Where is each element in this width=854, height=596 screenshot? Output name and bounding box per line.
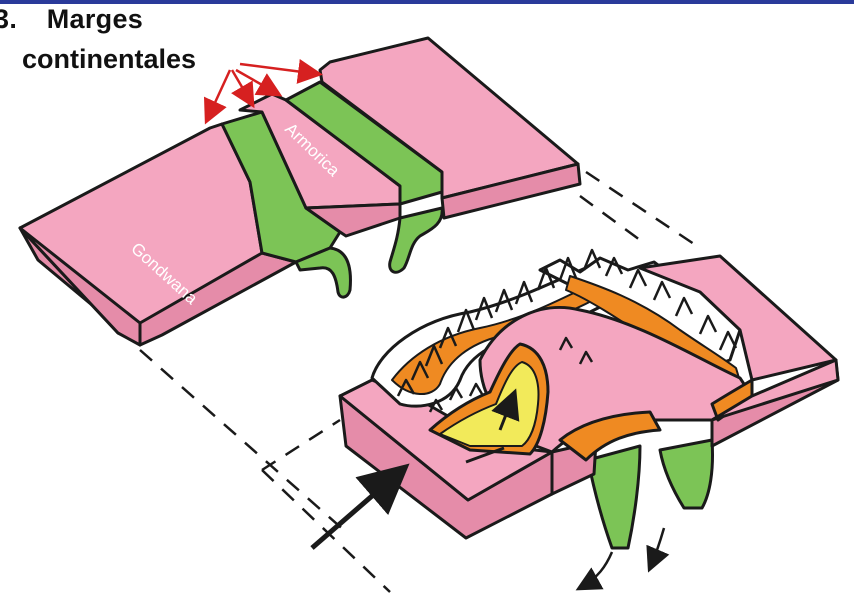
section-number: 3.	[0, 4, 17, 34]
heading-text: Marges	[47, 4, 143, 34]
subduction-arrow-left	[580, 552, 612, 588]
subduction-arrow-right	[650, 528, 664, 568]
convergence-arrow	[312, 470, 402, 548]
lower-block	[340, 250, 838, 548]
upper-block	[20, 38, 580, 345]
diagram-subheading: continentales	[22, 44, 196, 74]
subducting-slab-right	[660, 440, 713, 508]
diagram-heading: 3. Marges	[0, 4, 143, 35]
